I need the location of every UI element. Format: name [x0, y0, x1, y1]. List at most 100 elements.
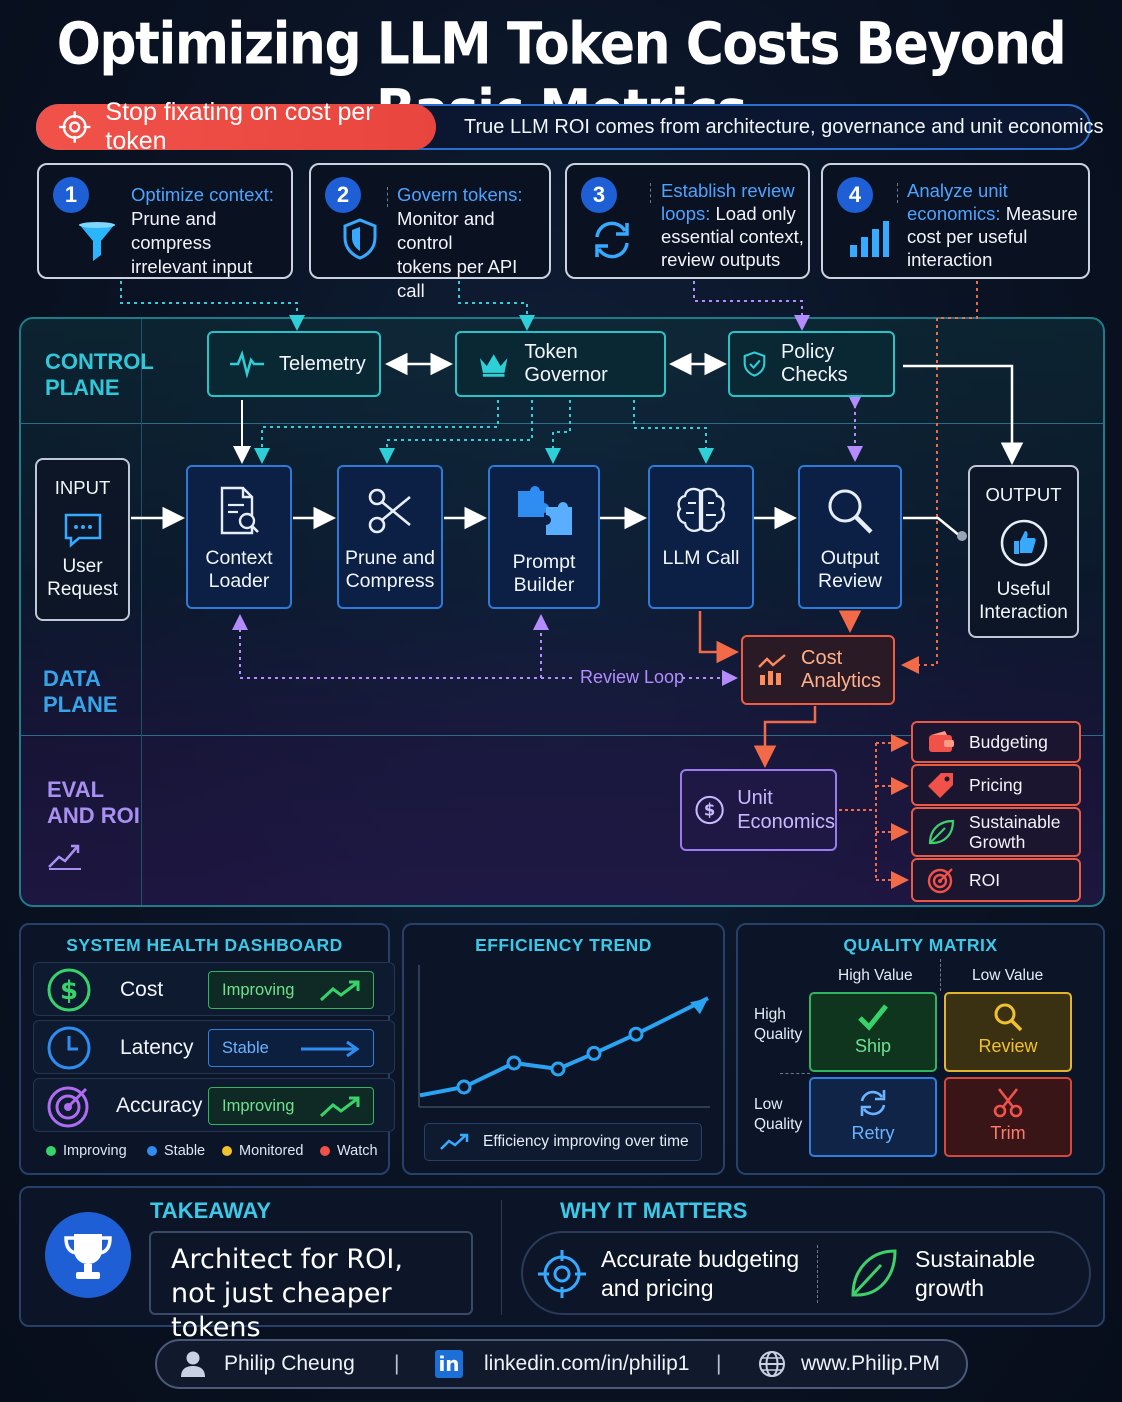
magnifier-icon [828, 489, 873, 534]
thumbs-up-icon [1000, 519, 1047, 567]
takeaway-line: not just cheaper tokens [171, 1278, 392, 1343]
roi-item-label: ROI [969, 870, 1001, 890]
magnifier-icon [994, 1003, 1023, 1032]
output-label: OUTPUT [985, 484, 1062, 505]
step-card-1: 1 Optimize context: Prune and compress i… [37, 163, 293, 279]
step-line: Measure [1000, 203, 1078, 224]
context-loader-node: Context Loader [186, 465, 292, 609]
token-governor-node: Token Governor [455, 331, 666, 397]
price-tag-icon [928, 773, 953, 798]
row-header-low: Low Quality [754, 1095, 802, 1135]
takeaway-title: TAKEAWAY [150, 1198, 272, 1223]
trophy-icon [45, 1212, 131, 1298]
dollar-icon: $ [47, 968, 91, 1012]
roi-item-sustainable-growth: Sustainable Growth [911, 807, 1081, 857]
website-link[interactable]: www.Philip.PM [801, 1352, 940, 1375]
row-header-high: High Quality [754, 1005, 802, 1045]
metric-name: Cost [120, 978, 164, 1001]
legend-dot [222, 1146, 232, 1156]
input-label: INPUT [54, 477, 111, 498]
legend-label: Stable [164, 1143, 206, 1159]
scissors-icon [993, 1088, 1023, 1118]
target-icon [47, 1086, 89, 1128]
linkedin-link[interactable]: linkedin.com/in/philip1 [484, 1352, 690, 1375]
trend-caption: Efficiency improving over time [483, 1133, 689, 1150]
refresh-icon [860, 1090, 886, 1116]
metric-row-accuracy: Accuracy Improving [33, 1078, 395, 1132]
legend-dot [147, 1146, 157, 1156]
analytics-chart-icon [758, 654, 786, 685]
roi-item-budgeting: Budgeting [911, 721, 1081, 763]
status-text: Improving [222, 981, 295, 999]
globe-icon [759, 1351, 785, 1377]
footer [155, 1339, 968, 1389]
row-header-line: High [754, 1006, 786, 1023]
plane-label-line: EVAL [47, 777, 105, 802]
step-number: 3 [581, 177, 617, 213]
step-number: 2 [325, 177, 361, 213]
metric-row-latency: Latency Stable [33, 1020, 395, 1074]
output-box: OUTPUT Useful Interaction [968, 465, 1079, 638]
why-title: WHY IT MATTERS [560, 1198, 748, 1223]
roi-item-pricing: Pricing [911, 764, 1081, 806]
takeaway-line: Architect for ROI, [171, 1244, 403, 1275]
row-header-line: Quality [754, 1026, 803, 1043]
metric-name: Accuracy [116, 1094, 203, 1117]
node-line: Builder [513, 574, 575, 596]
roi-item-label: Sustainable [969, 812, 1061, 832]
trend-up-icon [48, 844, 81, 870]
plane-label-line: CONTROL [45, 349, 154, 374]
svg-text:$: $ [60, 976, 78, 1006]
metric-name: Latency [120, 1036, 194, 1059]
svg-text:$: $ [704, 801, 715, 820]
prompt-builder-node: Prompt Builder [488, 465, 600, 609]
banner-pill: Stop fixating on cost per token [36, 98, 436, 155]
step-number: 1 [53, 177, 89, 213]
step-line: tokens per API call [397, 256, 518, 301]
step-line: Prune and compress [131, 208, 217, 253]
telemetry-label: Telemetry [279, 352, 366, 375]
checkmark-icon [858, 1004, 888, 1031]
trend-up-icon [319, 1096, 360, 1118]
puzzle-icon [518, 486, 572, 535]
trend-arrowhead [690, 998, 708, 1015]
quality-cell-review: Review [944, 992, 1072, 1072]
step-card-3: 3 Establish review loops: Load only esse… [565, 163, 810, 279]
step-card-4: 4 Analyze unit economics: Measure cost p… [821, 163, 1090, 279]
why-line: Accurate budgeting [601, 1246, 800, 1272]
trend-up-icon [440, 1133, 469, 1150]
unit-economics-node: $ Unit Economics [680, 769, 837, 851]
node-line: Review [818, 570, 882, 592]
legend-item: Improving [46, 1143, 127, 1159]
trend-point [550, 1061, 566, 1077]
plane-label-line: AND ROI [47, 803, 140, 828]
quality-cell-label: Trim [990, 1123, 1026, 1143]
unit-economics-line: Economics [737, 811, 835, 833]
efficiency-trend-panel: EFFICIENCY TREND Efficiency improving ov… [402, 923, 725, 1175]
step-line: essential context, [661, 226, 804, 247]
step-highlight: Govern tokens: [397, 184, 523, 205]
plane-label-line: DATA [43, 666, 101, 691]
control-plane-label: CONTROL PLANE [45, 349, 154, 401]
step-line: Monitor and control [397, 208, 495, 253]
status-badge: Improving [208, 971, 374, 1009]
legend-dot [320, 1146, 330, 1156]
trend-chart [418, 965, 710, 1108]
document-search-icon [220, 486, 259, 535]
legend-dot [46, 1146, 56, 1156]
quality-title: QUALITY MATRIX [843, 935, 998, 955]
policy-checks-node: Policy Checks [728, 331, 895, 397]
crown-icon [479, 354, 508, 377]
shield-icon [343, 218, 377, 260]
step-card-2: 2 Govern tokens: Monitor and control tok… [309, 163, 551, 301]
input-line: Request [47, 579, 118, 600]
plane-label-line: PLANE [45, 375, 120, 400]
roi-item-label: Pricing [969, 775, 1023, 795]
wallet-icon [929, 731, 954, 752]
chat-bubble-icon [64, 513, 101, 548]
row-header-line: Quality [754, 1116, 803, 1133]
plane-label-line: PLANE [43, 692, 118, 717]
roi-item-label: Budgeting [969, 732, 1048, 752]
leaf-icon [851, 1249, 897, 1297]
